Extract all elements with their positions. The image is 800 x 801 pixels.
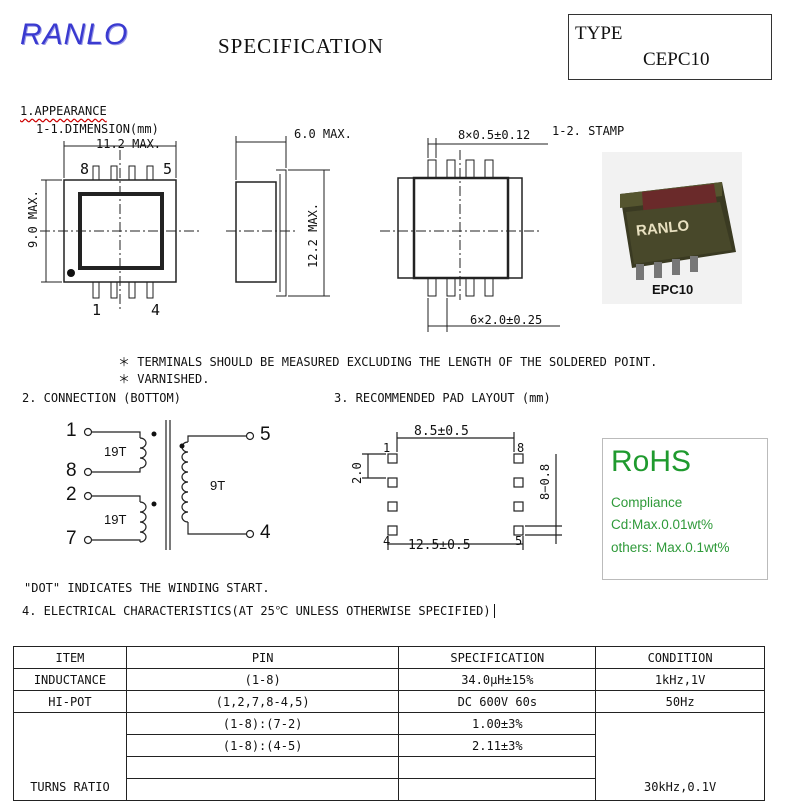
pad-label-5: 5 [515,534,523,548]
pin-label-5: 5 [163,160,173,178]
dimension-subheading: 1-1.DIMENSION(mm) [36,122,159,136]
stamp-caption: EPC10 [652,282,694,297]
cell-pin [125,778,400,801]
dim-pin-pitch-bottom: 6×2.0±0.25 [470,313,543,327]
turns-primary-2: 19T [104,512,127,527]
cell-condition: 50Hz [595,690,765,713]
front-top-pins [92,165,154,181]
electrical-heading: 4. ELECTRICAL CHARACTERISTICS(AT 25℃ UNL… [22,604,495,618]
rohs-cd: Cd:Max.0.01wt% [611,517,714,532]
stamp-photo: RANLO EPC10 [602,152,742,304]
dim-pin-pitch-top: 8×0.5±0.12 [458,128,531,142]
pad-label-8: 8 [517,441,525,455]
type-label: TYPE [575,23,623,44]
electrical-table: ITEM PIN SPECIFICATION CONDITION INDUCTA… [13,646,765,801]
conn-pin-8: 8 [66,460,77,481]
pad-label-1: 1 [383,441,391,455]
col-condition: CONDITION [595,646,765,669]
cell-pin: (1-8):(7-2) [125,712,400,735]
cell-spec: DC 600V 60s [398,690,597,713]
cell-pin: (1,2,7,8-4,5) [125,690,400,713]
bottom-view-pins [427,159,494,297]
table-row [14,756,765,779]
cell-spec [398,778,597,801]
connection-heading: 2. CONNECTION (BOTTOM) [22,391,181,405]
rohs-others: others: Max.0.1wt% [611,540,730,555]
page-title: SPECIFICATION [218,34,384,58]
pad-layout-heading: 3. RECOMMENDED PAD LAYOUT (mm) [334,391,551,405]
type-model: CEPC10 [643,49,710,70]
cell-pin [125,756,400,779]
appearance-heading: 1.APPEARANCE [20,104,107,118]
cell-pin: (1-8) [125,668,400,691]
rohs-badge: RoHS Compliance Cd:Max.0.01wt% others: M… [602,438,768,580]
conn-pin-4: 4 [260,522,271,543]
col-pin: PIN [125,646,400,669]
conn-pin-1: 1 [66,420,77,441]
conn-pin-2: 2 [66,484,77,505]
rohs-compliance: Compliance [611,495,683,510]
cell-pin: (1-8):(4-5) [125,734,400,757]
pad-dim-right: 8−0.8 [538,463,552,500]
pad-dim-top: 8.5±0.5 [414,424,469,439]
table-row: HI-POT (1,2,7,8-4,5) DC 600V 60s 50Hz [13,690,765,713]
pad-dim-bottom: 12.5±0.5 [408,538,471,553]
pad-layout-drawing [362,432,562,550]
col-spec: SPECIFICATION [398,646,597,669]
turns-secondary: 9T [210,478,226,493]
pad-dim-left: 2.0 [350,462,364,484]
cell-spec: 1.00±3% [398,712,597,735]
dim-width: 11.2 MAX. [96,137,162,151]
cell-condition: 30kHz,0.1V [595,712,765,801]
rohs-title: RoHS [611,445,692,478]
stamp-subheading: 1-2. STAMP [552,124,625,138]
brand-logo: RANLO [20,18,129,51]
cell-item: TURNS RATIO [13,712,127,801]
cell-spec [398,756,597,779]
side-view-body [235,181,277,283]
type-box: TYPE CEPC10 [568,14,772,80]
conn-pin-5: 5 [260,424,271,445]
note-terminals: ＊ TERMINALS SHOULD BE MEASURED EXCLUDING… [118,355,658,369]
table-row: INDUCTANCE (1-8) 34.0μH±15% 1kHz,1V [13,668,765,691]
turns-primary-1: 19T [104,444,127,459]
col-item: ITEM [13,646,127,669]
table-row: (1-8):(4-5) 2.11±3% [14,734,765,757]
connection-schematic [83,420,255,550]
dim-height: 9.0 MAX. [26,190,40,248]
cell-item: HI-POT [13,690,127,713]
dimension-drawing [40,136,560,332]
conn-pin-7: 7 [66,528,77,549]
cell-condition: 1kHz,1V [595,668,765,691]
pin1-dot [67,269,75,277]
dot-note: "DOT" INDICATES THE WINDING START. [24,581,270,595]
dim-length: 12.2 MAX. [306,202,320,268]
pin-label-1: 1 [92,301,102,319]
dim-depth: 6.0 MAX. [294,127,352,141]
pin-label-4: 4 [151,301,161,319]
cell-spec: 2.11±3% [398,734,597,757]
cell-item: INDUCTANCE [13,668,127,691]
table-header-row: ITEM PIN SPECIFICATION CONDITION [13,646,765,669]
note-varnished: ＊ VARNISHED. [118,372,210,386]
cell-spec: 34.0μH±15% [398,668,597,691]
front-bottom-pins [92,281,154,299]
pad-label-4: 4 [383,534,391,548]
pin-label-8: 8 [80,160,90,178]
table-row: TURNS RATIO (1-8):(7-2) 1.00±3% 30kHz,0.… [13,712,765,801]
